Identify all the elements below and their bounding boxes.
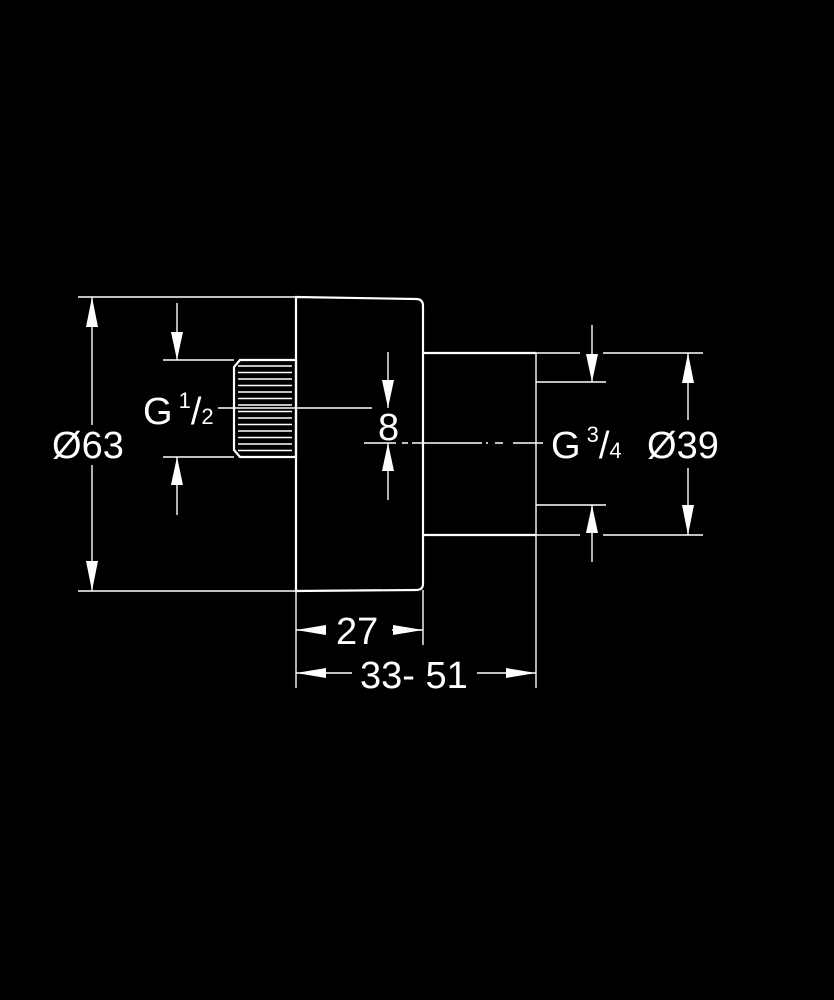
pipe-diameter-dimension: Ø39 xyxy=(536,352,719,536)
thread-prefix: G xyxy=(143,391,173,433)
outlet-pipe xyxy=(423,351,537,688)
wall-body xyxy=(294,295,425,688)
diameter-symbol: Ø xyxy=(52,425,82,467)
svg-text:Ø63: Ø63 xyxy=(52,425,124,467)
offset-dimension: 8 xyxy=(364,352,545,500)
offset-value: 8 xyxy=(378,407,399,449)
outer-diameter-dimension: Ø63 xyxy=(52,296,296,592)
svg-text:G1/2: G1/2 xyxy=(143,388,214,433)
pipe-diameter-value: 39 xyxy=(677,425,719,467)
total-depth-dimension: 33- 51 xyxy=(296,655,536,697)
body-depth-value: 27 xyxy=(336,611,378,653)
body-depth-dimension: 27 xyxy=(296,611,423,653)
outlet-thread-dimension xyxy=(536,325,606,562)
outer-diameter-value: 63 xyxy=(82,425,124,467)
knurled-nut xyxy=(232,358,298,459)
svg-text:Ø39: Ø39 xyxy=(647,425,719,467)
total-depth-value: 33- 51 xyxy=(360,655,468,697)
